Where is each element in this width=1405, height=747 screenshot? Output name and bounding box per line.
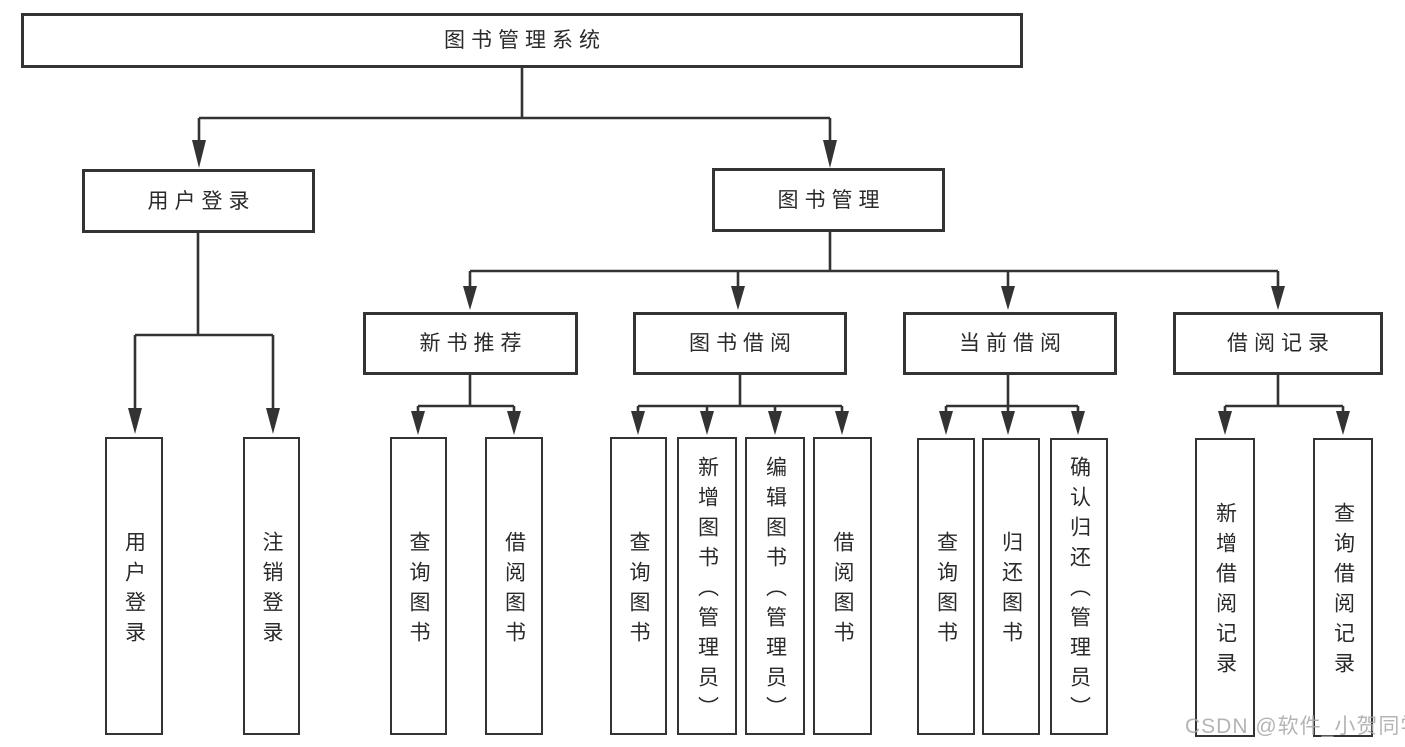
- edge-root-to-level1: [192, 68, 837, 168]
- node-book-mgmt-label: 图书管理: [777, 188, 886, 212]
- arrowhead: [631, 411, 645, 435]
- node-new-book-rec: 新书推荐: [363, 312, 578, 375]
- leaf-query-books-borrow-label: 查询图书: [627, 530, 650, 651]
- leaf-query-books-current-label: 查询图书: [934, 531, 958, 651]
- arrowhead: [1001, 286, 1015, 310]
- arrowhead: [411, 411, 425, 435]
- arrowhead: [731, 286, 745, 310]
- arrowhead: [700, 411, 714, 435]
- arrowhead: [1336, 411, 1350, 435]
- arrowhead: [835, 411, 849, 435]
- edge-book-mgmt-branch: [463, 232, 1285, 310]
- edge-book-borrow-branch: [631, 375, 849, 435]
- arrowhead: [128, 408, 142, 434]
- leaf-borrow-books-rec-label: 借阅图书: [502, 530, 526, 651]
- node-book-borrow-label: 图书借阅: [689, 332, 797, 355]
- arrowhead: [1218, 411, 1232, 435]
- leaf-add-borrow-record: 新增借阅记录: [1195, 438, 1255, 737]
- node-user-login-label: 用户登录: [147, 189, 256, 213]
- leaf-query-books-rec: 查询图书: [390, 437, 447, 735]
- csdn-watermark: CSDN @软件_小贺同学: [1185, 715, 1405, 738]
- leaf-return-books-label: 归还图书: [999, 531, 1023, 651]
- node-book-mgmt: 图书管理: [712, 168, 945, 232]
- leaf-query-books-current: 查询图书: [917, 438, 975, 735]
- leaf-borrow-books: 借阅图书: [813, 437, 872, 735]
- arrowhead: [192, 140, 206, 168]
- edge-borrow-records-branch: [1218, 375, 1350, 435]
- leaf-user-login: 用户登录: [105, 437, 163, 735]
- arrowhead: [1001, 411, 1015, 435]
- arrowhead: [1071, 411, 1085, 435]
- edge-line: [133, 233, 275, 410]
- leaf-edit-books-admin-label: 编辑图书（管理员）: [763, 455, 787, 726]
- leaf-logout-label: 注销登录: [260, 530, 283, 651]
- leaf-edit-books-admin: 编辑图书（管理员）: [745, 437, 805, 735]
- node-current-borrow-label: 当前借阅: [959, 332, 1067, 355]
- leaf-add-books-admin: 新增图书（管理员）: [677, 437, 737, 735]
- leaf-borrow-books-label: 借阅图书: [831, 530, 854, 651]
- leaf-query-books-borrow: 查询图书: [610, 437, 667, 735]
- edge-line: [944, 375, 1080, 413]
- node-new-book-rec-label: 新书推荐: [419, 332, 528, 355]
- edge-user-login-branch: [128, 233, 280, 434]
- edge-current-borrow-branch: [939, 375, 1085, 435]
- node-root: 图书管理系统: [21, 13, 1023, 68]
- arrowhead: [768, 411, 782, 435]
- node-root-label: 图书管理系统: [444, 29, 606, 52]
- node-current-borrow: 当前借阅: [903, 312, 1117, 375]
- arrowhead: [266, 408, 280, 434]
- edge-line: [197, 68, 832, 142]
- node-borrow-records-label: 借阅记录: [1227, 332, 1335, 355]
- edge-line: [416, 375, 516, 413]
- leaf-borrow-books-rec: 借阅图书: [485, 437, 543, 735]
- node-book-borrow: 图书借阅: [633, 312, 847, 375]
- arrowhead: [939, 411, 953, 435]
- edge-line: [636, 375, 844, 413]
- leaf-add-borrow-record-label: 新增借阅记录: [1213, 502, 1237, 682]
- leaf-confirm-return-admin-label: 确认归还（管理员）: [1067, 456, 1091, 726]
- leaf-return-books: 归还图书: [982, 438, 1040, 735]
- arrowhead: [463, 286, 477, 310]
- arrowhead: [823, 140, 837, 168]
- arrowhead: [507, 411, 521, 435]
- arrowhead: [1271, 286, 1285, 310]
- edge-line: [1223, 375, 1345, 413]
- leaf-query-books-rec-label: 查询图书: [407, 530, 430, 651]
- leaf-user-login-label: 用户登录: [122, 530, 146, 651]
- leaf-confirm-return-admin: 确认归还（管理员）: [1050, 438, 1108, 735]
- leaf-query-borrow-record-label: 查询借阅记录: [1331, 502, 1355, 682]
- node-user-login: 用户登录: [82, 169, 315, 233]
- edge-line: [468, 232, 1280, 288]
- edge-new-book-rec-branch: [411, 375, 521, 435]
- leaf-logout: 注销登录: [243, 437, 300, 735]
- leaf-add-books-admin-label: 新增图书（管理员）: [695, 455, 719, 726]
- leaf-query-borrow-record: 查询借阅记录: [1313, 438, 1373, 737]
- node-borrow-records: 借阅记录: [1173, 312, 1383, 375]
